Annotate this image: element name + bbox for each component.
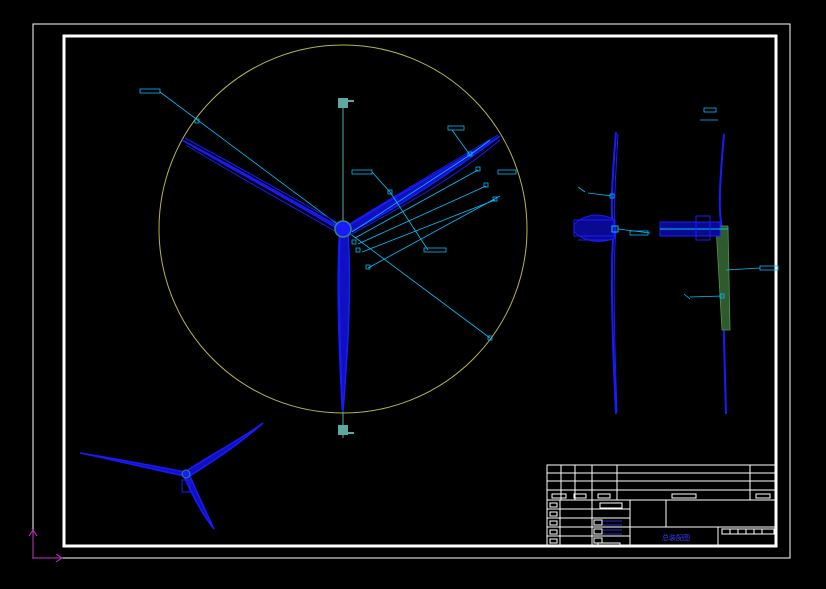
- iso-nacelle: [181, 479, 191, 493]
- side-leaders-right: [683, 265, 779, 300]
- rotor-hub: [334, 220, 352, 238]
- blade-left: [181, 139, 344, 234]
- isometric-view[interactable]: [79, 422, 264, 530]
- blade-right: [341, 135, 501, 235]
- blade-left-edge: [184, 137, 344, 227]
- bottom-axis-marker: [338, 425, 354, 435]
- front-view-rotor[interactable]: [139, 44, 528, 438]
- ucs-axis-icon: [28, 529, 63, 563]
- diagonal-leader-line: [159, 91, 491, 339]
- sheet-border-outer: [32, 23, 791, 559]
- top-axis-marker: [338, 98, 354, 108]
- leader-node: [194, 118, 200, 124]
- title-block[interactable]: [546, 464, 777, 548]
- blade-right-edge: [347, 139, 501, 237]
- section-leaders: [351, 125, 517, 270]
- leader-label-box-topleft: [139, 88, 161, 94]
- iso-blade-left: [79, 452, 186, 477]
- blade-left-edge: [185, 144, 341, 235]
- leader-node: [487, 335, 493, 341]
- side-shaft-assembly: [659, 107, 728, 241]
- side-leaders-left: [577, 186, 615, 199]
- blade-lower: [338, 231, 351, 413]
- side-view[interactable]: [573, 107, 779, 415]
- side-hub-left: [573, 214, 651, 242]
- iso-blade-right: [183, 422, 264, 479]
- side-blade-right-hatch: [715, 225, 731, 331]
- blade-right-edge: [345, 134, 499, 227]
- blade-lower-edge: [337, 235, 343, 411]
- title-block-accents: [603, 520, 622, 535]
- drawing-frame-inner: [62, 34, 778, 548]
- drawing-name-label: 总装配图: [662, 533, 690, 542]
- iso-hub: [181, 469, 191, 479]
- iso-blade-lower: [183, 473, 215, 530]
